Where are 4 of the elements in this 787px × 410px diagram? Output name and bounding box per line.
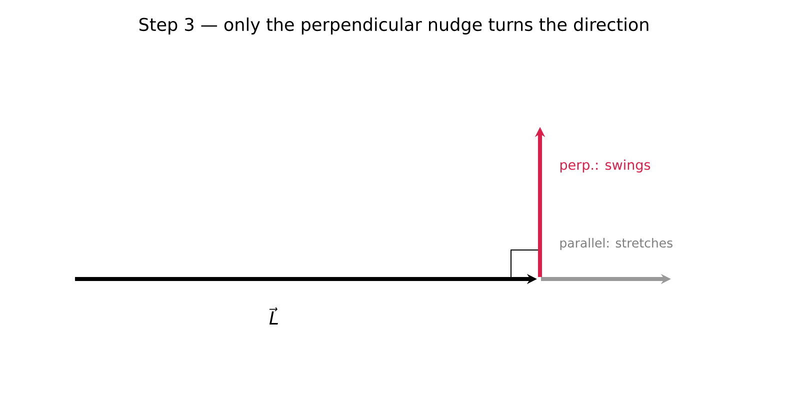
title: Step 3 — only the perpendicular nudge turns the direction — [139, 18, 648, 34]
vector-label: L⃗ — [269, 308, 278, 324]
vector-label: parallel: stretches — [560, 238, 672, 250]
vector-label: perp.: swings — [560, 159, 650, 173]
